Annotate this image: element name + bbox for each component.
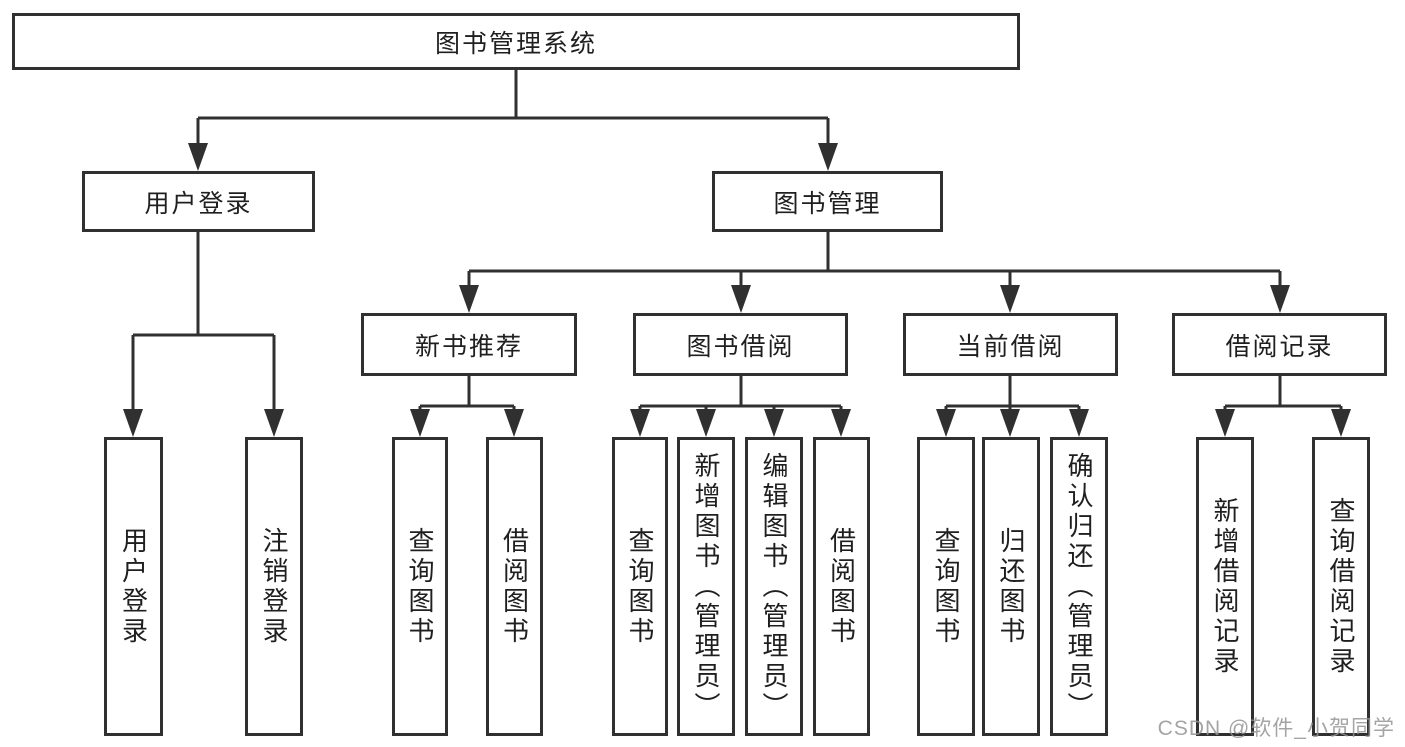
node-user-login: 用户登录 bbox=[82, 171, 315, 232]
node-book-borrow: 图书借阅 bbox=[633, 313, 848, 376]
leaf-nr-borrow-books: 借阅图书 bbox=[486, 437, 543, 736]
node-new-recommend: 新书推荐 bbox=[361, 313, 577, 376]
leaf-cb-confirm-return-label: 确认归还（管理员） bbox=[1064, 451, 1094, 722]
leaf-nr-query-books-label: 查询图书 bbox=[405, 526, 435, 647]
node-borrow-records: 借阅记录 bbox=[1172, 313, 1387, 376]
leaf-bb-add-books-label: 新增图书（管理员） bbox=[691, 451, 721, 722]
arrowheads bbox=[123, 143, 1351, 437]
leaf-bb-edit-books: 编辑图书（管理员） bbox=[745, 437, 803, 736]
leaf-br-query-record-label: 查询借阅记录 bbox=[1326, 496, 1356, 677]
connector-new-recommend bbox=[418, 376, 516, 412]
node-root: 图书管理系统 bbox=[12, 13, 1020, 70]
connector-user-login bbox=[131, 232, 276, 412]
connector-book-borrow bbox=[638, 376, 843, 412]
node-new-recommend-label: 新书推荐 bbox=[414, 332, 523, 361]
leaf-user-login: 用户登录 bbox=[104, 437, 163, 736]
node-book-mgmt-label: 图书管理 bbox=[773, 189, 882, 218]
node-borrow-records-label: 借阅记录 bbox=[1225, 332, 1334, 361]
node-current-borrow: 当前借阅 bbox=[903, 313, 1118, 376]
leaf-nr-borrow-books-label: 借阅图书 bbox=[499, 526, 530, 647]
node-root-label: 图书管理系统 bbox=[434, 29, 597, 58]
node-book-borrow-label: 图书借阅 bbox=[686, 332, 795, 361]
leaf-nr-query-books: 查询图书 bbox=[392, 437, 448, 736]
leaf-cb-return-books: 归还图书 bbox=[982, 437, 1040, 736]
connector-book-mgmt bbox=[467, 232, 1282, 288]
connector-current-borrow bbox=[944, 376, 1081, 412]
leaf-user-login-label: 用户登录 bbox=[118, 526, 149, 647]
leaf-bb-query-books-label: 查询图书 bbox=[625, 526, 655, 647]
leaf-bb-borrow-books-label: 借阅图书 bbox=[826, 526, 857, 647]
leaf-cb-confirm-return: 确认归还（管理员） bbox=[1050, 437, 1108, 736]
leaf-cb-query-books: 查询图书 bbox=[917, 437, 975, 736]
leaf-br-query-record: 查询借阅记录 bbox=[1312, 437, 1370, 736]
connector-borrow-records bbox=[1223, 376, 1343, 412]
node-current-borrow-label: 当前借阅 bbox=[956, 332, 1065, 361]
leaf-bb-borrow-books: 借阅图书 bbox=[813, 437, 870, 736]
leaf-br-add-record-label: 新增借阅记录 bbox=[1210, 496, 1240, 677]
leaf-br-add-record: 新增借阅记录 bbox=[1196, 437, 1254, 736]
csdn-watermark: CSDN @软件_小贺同学 bbox=[1157, 717, 1395, 740]
connector-root bbox=[196, 70, 830, 146]
leaf-logout: 注销登录 bbox=[245, 437, 303, 736]
leaf-cb-return-books-label: 归还图书 bbox=[996, 526, 1026, 647]
leaf-logout-label: 注销登录 bbox=[259, 526, 289, 647]
leaf-bb-edit-books-label: 编辑图书（管理员） bbox=[759, 451, 789, 722]
leaf-bb-add-books: 新增图书（管理员） bbox=[677, 437, 735, 736]
leaf-bb-query-books: 查询图书 bbox=[612, 437, 668, 736]
node-user-login-label: 用户登录 bbox=[144, 189, 253, 218]
node-book-mgmt: 图书管理 bbox=[712, 171, 943, 232]
leaf-cb-query-books-label: 查询图书 bbox=[931, 526, 961, 647]
